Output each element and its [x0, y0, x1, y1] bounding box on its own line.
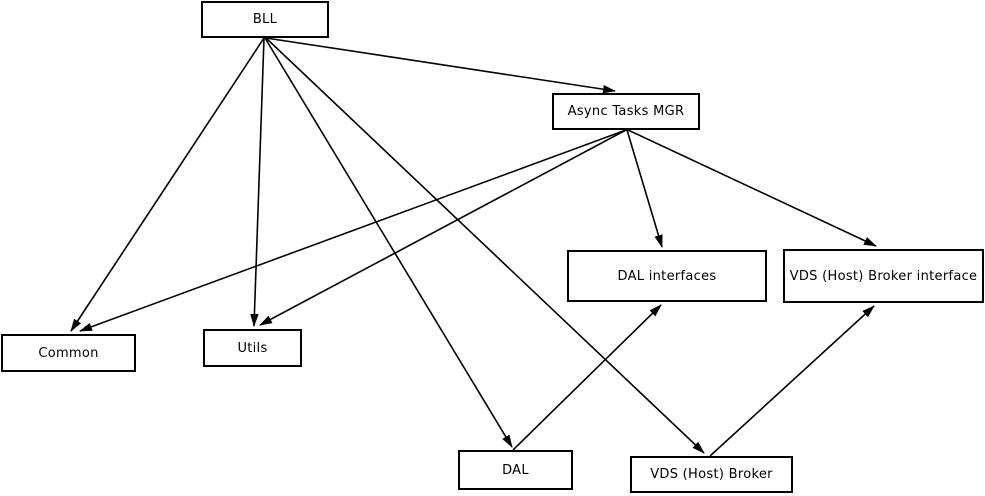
edge-async-tasks-mgr-to-utils [259, 129, 627, 326]
edge-bll-to-common [70, 37, 265, 332]
node-label-vds-host-broker: VDS (Host) Broker [650, 467, 773, 482]
node-vds-host-broker: VDS (Host) Broker [630, 456, 793, 493]
edge-async-tasks-mgr-to-dal-interfaces [626, 129, 663, 248]
edge-async-tasks-mgr-to-vds-host-broker-interface [627, 129, 877, 247]
node-bll: BLL [201, 1, 329, 38]
node-label-dal-interfaces: DAL interfaces [617, 268, 717, 284]
edge-dal-to-dal-interfaces [512, 304, 662, 451]
edge-bll-to-dal [264, 37, 513, 448]
node-common: Common [1, 334, 136, 372]
node-dal: DAL [458, 450, 573, 490]
node-label-dal: DAL [502, 462, 529, 478]
node-label-common: Common [38, 345, 99, 361]
edge-bll-to-vds-host-broker [265, 37, 705, 454]
node-async-tasks-mgr: Async Tasks MGR [552, 93, 700, 130]
node-label-bll: BLL [252, 12, 278, 27]
edge-bll-to-utils [250, 37, 265, 327]
node-utils: Utils [203, 329, 302, 367]
edge-vds-host-broker-to-vds-host-broker-interface [709, 305, 875, 457]
edge-async-tasks-mgr-to-common [79, 129, 627, 332]
node-vds-host-broker-interface: VDS (Host) Broker interface [783, 249, 984, 303]
edge-bll-to-async-tasks-mgr [265, 37, 616, 94]
node-label-async-tasks-mgr: Async Tasks MGR [567, 104, 685, 119]
node-label-vds-host-broker-interface: VDS (Host) Broker interface [789, 268, 978, 284]
node-dal-interfaces: DAL interfaces [567, 250, 767, 302]
node-label-utils: Utils [237, 340, 268, 356]
